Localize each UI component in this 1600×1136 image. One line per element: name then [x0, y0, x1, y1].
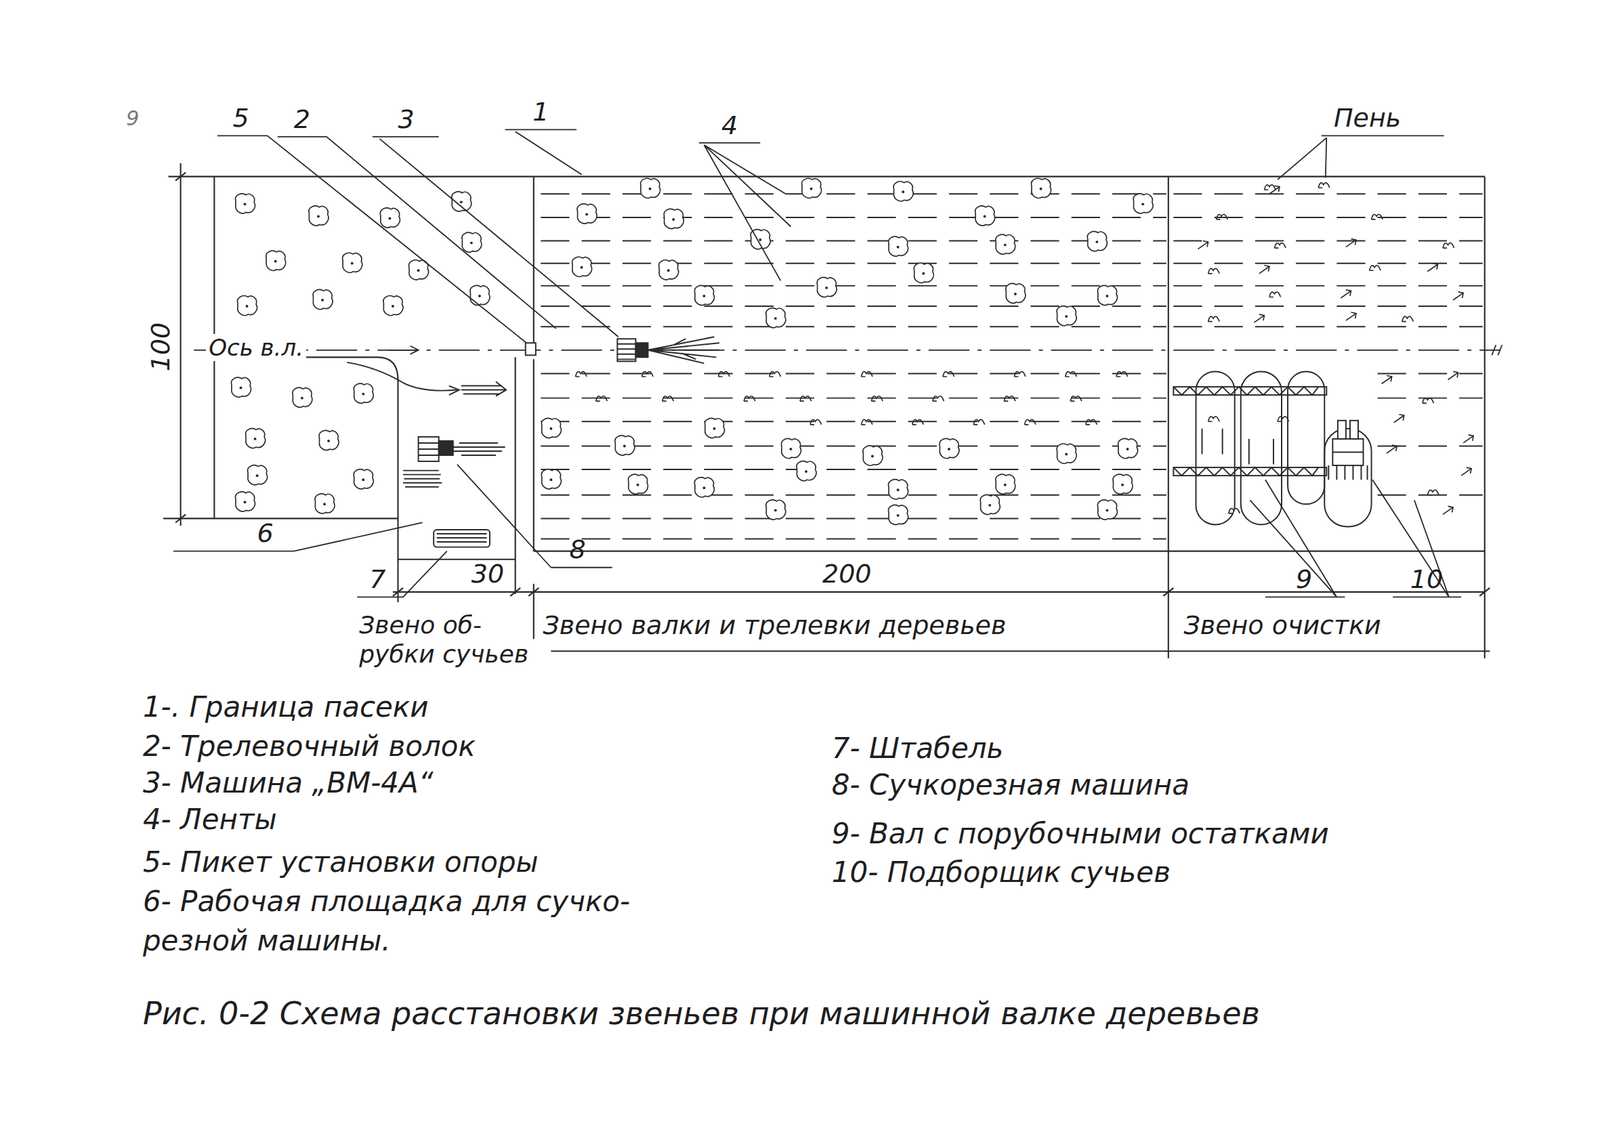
legend-entry: 5- Пикет установки опоры [142, 842, 539, 883]
callout-number: 10 [1410, 564, 1443, 596]
legend-entry: 3- Машина „ВМ-4А“ [142, 763, 434, 804]
dimension-label: 30 [471, 558, 504, 591]
strips [540, 193, 1483, 539]
crew-label: Звено об- рубки сучьев [359, 610, 543, 669]
page-mark: 9 [125, 106, 139, 131]
dimension-label: 100 [145, 322, 177, 372]
delimber [418, 436, 506, 462]
legend-entry: 6- Рабочая площадка для сучко- резной ма… [142, 881, 725, 962]
callout-number: 8 [569, 534, 586, 566]
crew-label: Звено очистки [1183, 610, 1381, 642]
legend-entry: 1-. Граница пасеки [142, 687, 429, 728]
legend-entry: 9- Вал с порубочными остатками [831, 814, 1330, 855]
crew-label: Звено валки и трелевки деревьев [542, 610, 1006, 642]
trees [230, 178, 1153, 525]
legend-entry: 4- Ленты [142, 800, 278, 840]
callout-number: 5 [232, 102, 249, 135]
legend-entry: 10- Подборщик сучьев [831, 852, 1171, 893]
callout-number: 6 [257, 518, 274, 550]
callout-number: 1 [532, 96, 549, 129]
callout-label: Пень [1333, 102, 1401, 135]
figure-caption: Рис. 0-2 Схема расстановки звеньев при м… [142, 995, 1260, 1033]
leader-lines [173, 129, 1462, 597]
callout-number: 7 [369, 564, 386, 596]
legend-entry: 8- Сучкорезная машина [831, 765, 1190, 806]
callout-number: 3 [397, 104, 414, 136]
skid-bundle [346, 342, 536, 396]
legend-entry: 7- Штабель [831, 728, 1004, 769]
axis-line [193, 344, 1502, 355]
legend-entry: 2- Трелевочный волок [142, 726, 476, 767]
frame-lines [163, 163, 1490, 659]
callout-number: 2 [293, 104, 311, 136]
axis-label: Ось в.л. [205, 333, 307, 362]
marks [1197, 185, 1474, 515]
log-stacks [403, 470, 490, 548]
dimension-label: 200 [822, 558, 872, 591]
windrows [1173, 371, 1372, 527]
felling-machine [617, 336, 720, 364]
branch-picker [1328, 420, 1367, 480]
callout-number: 9 [1295, 564, 1313, 596]
callout-number: 4 [721, 110, 738, 142]
stumps [575, 182, 1455, 514]
